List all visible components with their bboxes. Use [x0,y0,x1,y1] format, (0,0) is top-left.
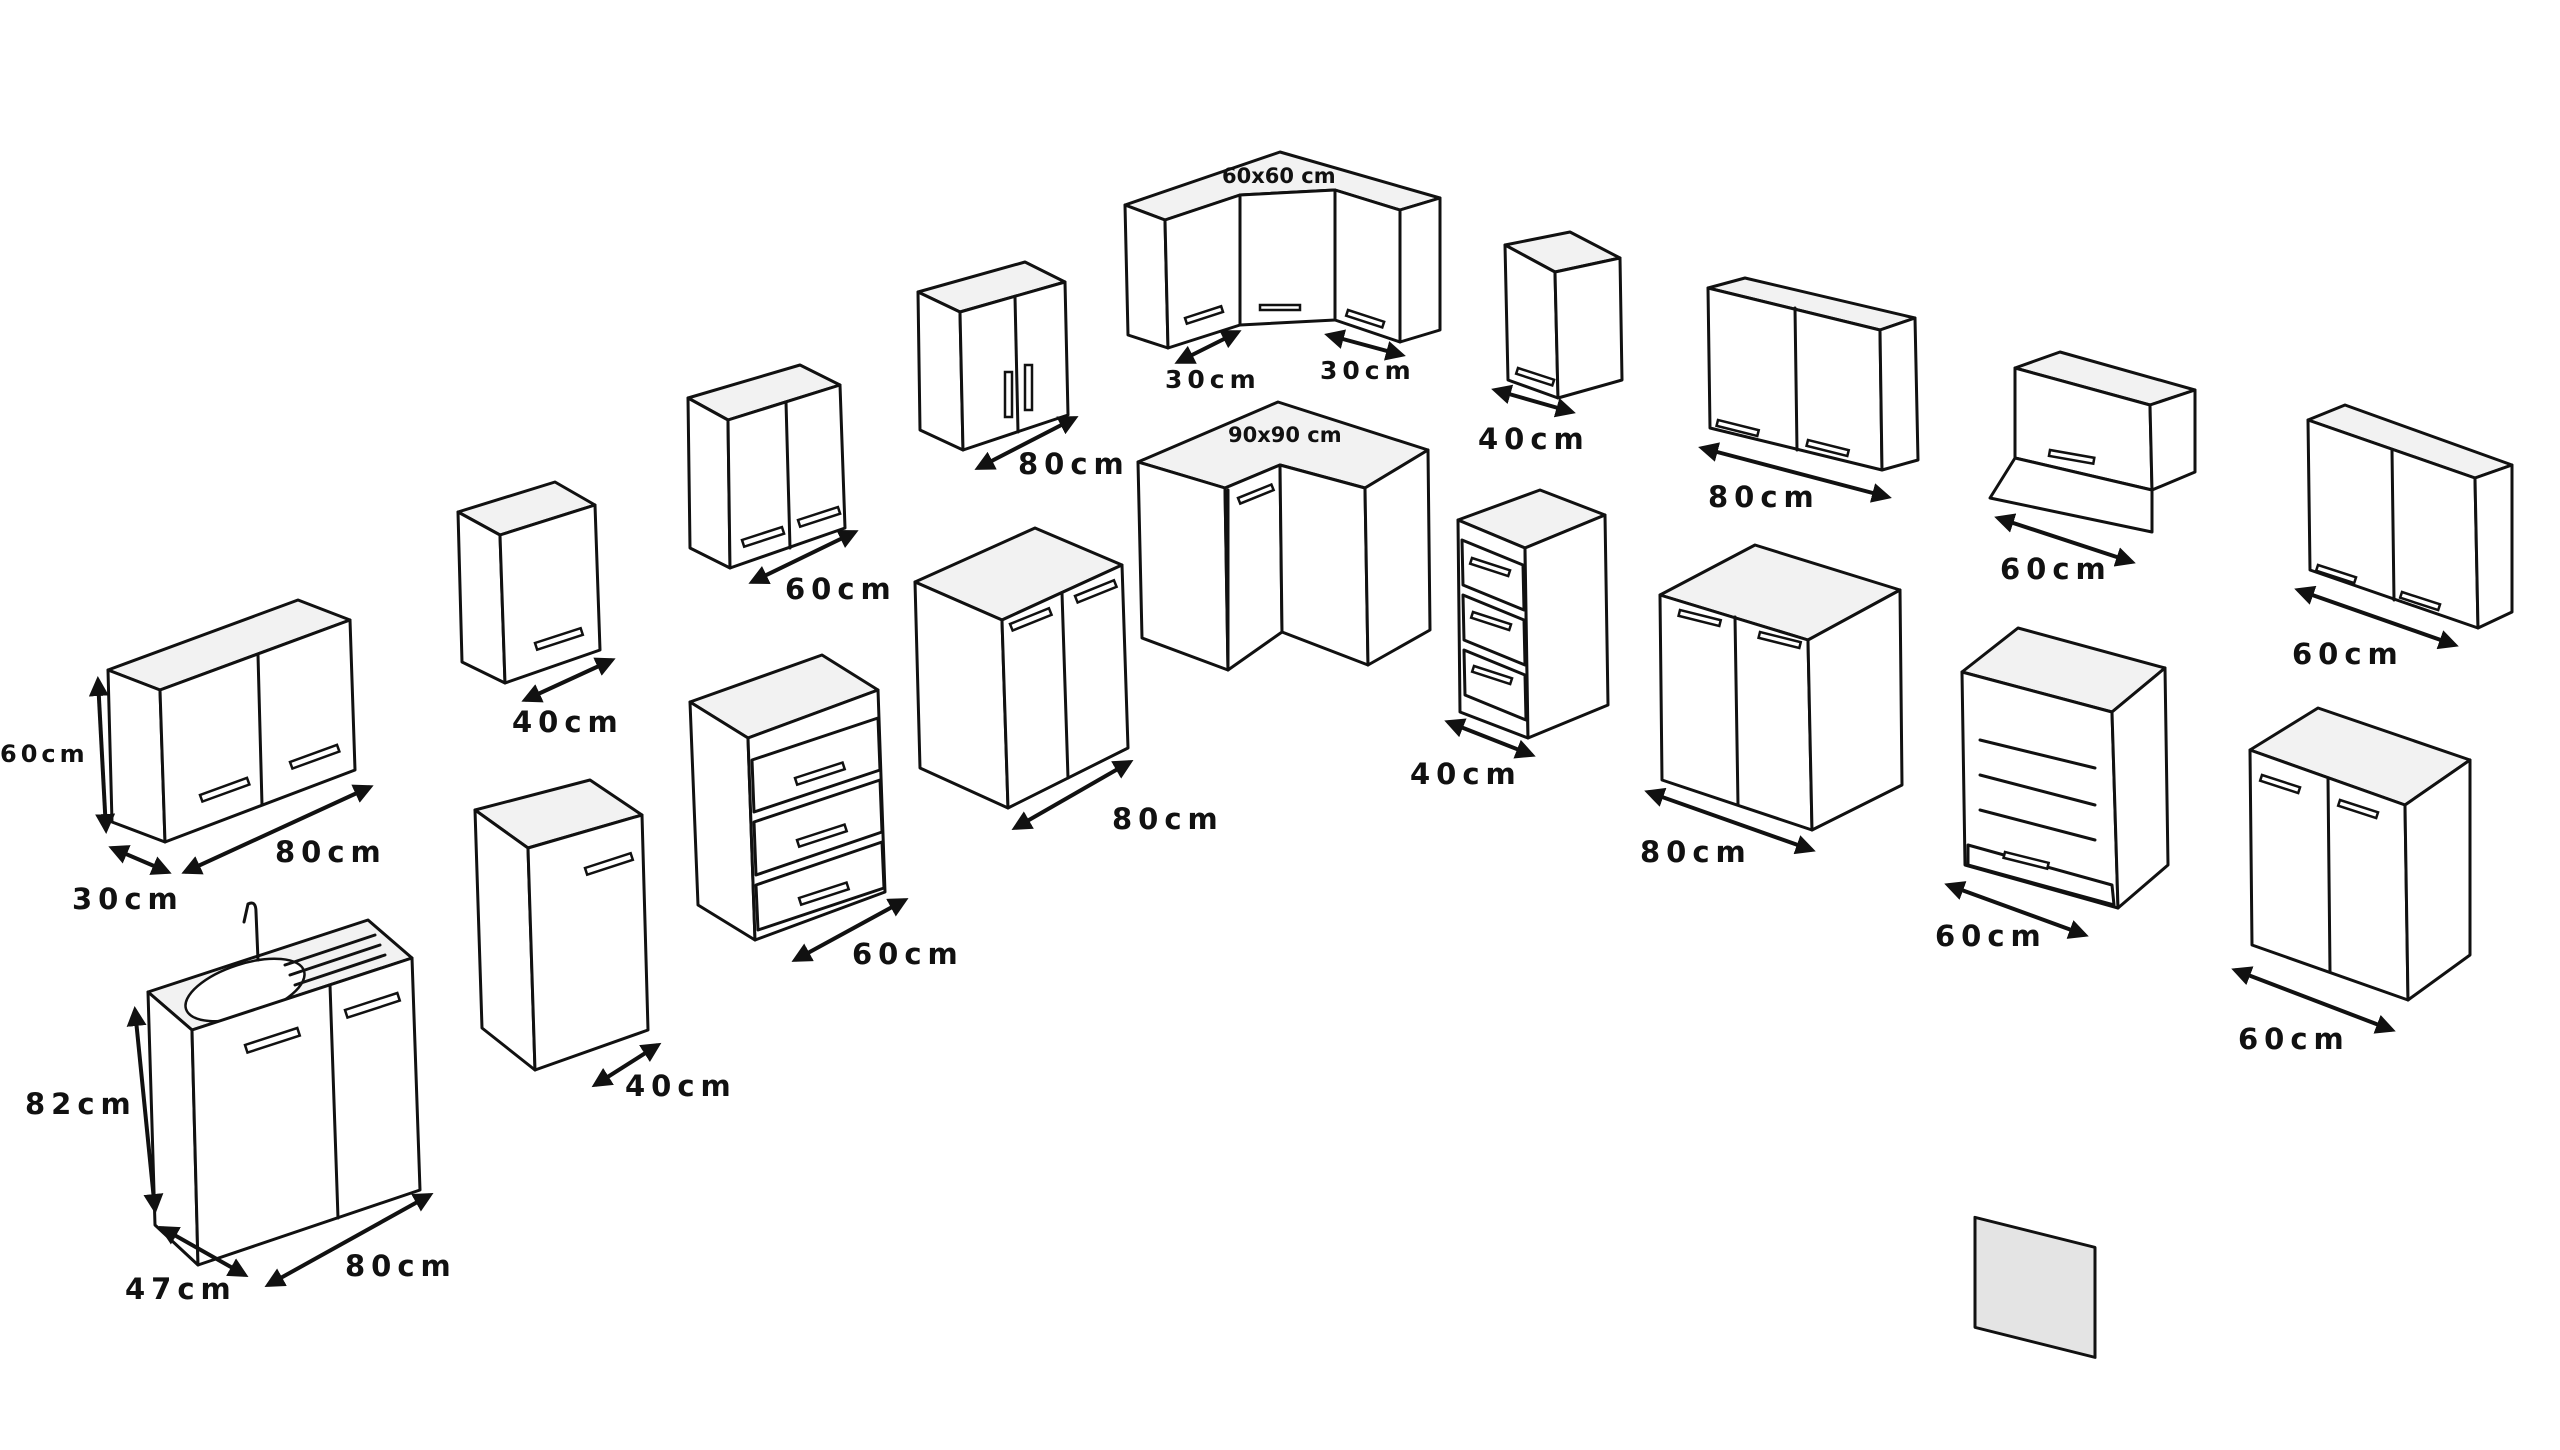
label-wall-big-depth: 30cm [72,882,184,916]
label-sink-height: 82cm [25,1087,137,1121]
base-cabinet-80-middle [913,526,1130,810]
label-corner-wall-size: 60x60 cm [1222,164,1336,188]
arrow-wall80-depth [108,845,172,875]
oven-cabinet [1960,626,2170,1359]
label-drawer-60: 60cm [852,937,964,971]
label-drawer-40: 40cm [1410,757,1522,791]
arrow-base40-width [591,1042,662,1088]
arrow-wall80b-width [1698,442,1892,503]
arrow-wall80-width [181,784,374,875]
arrow-sink-depth [158,1226,249,1277]
wall-cabinet-40 [456,480,602,685]
arrow-drawer60-width [791,898,909,962]
label-base-60: 60cm [2238,1022,2350,1056]
arrow-hood-width [1994,513,2136,567]
label-sink-depth: 47cm [125,1272,237,1306]
arrow-drawer40-width [1444,718,1536,759]
label-oven-60: 60cm [1935,919,2047,953]
arrow-wall60a-width [748,529,859,585]
label-wall-40-b: 40cm [1478,422,1590,456]
base-cabinet-60-right [2248,706,2472,1002]
wall-cabinet-80-upper [916,260,1070,452]
arrow-wall80-height [88,676,116,834]
wall-cabinet-60-left [686,363,847,570]
arrow-oven-width [1944,881,2089,939]
label-wall-big-height: 60cm [0,740,89,768]
label-sink-width: 80cm [345,1249,457,1283]
label-hood-60: 60cm [2000,552,2112,586]
arrow-wall80a-width [974,416,1079,470]
arrow-cornerwall-right [1324,329,1406,361]
label-base-80-a: 80cm [1112,802,1224,836]
label-wall-big-width: 80cm [275,835,387,869]
wall-cabinet-60-right [2306,403,2514,630]
arrow-sink-width [264,1193,434,1287]
base-cabinet-40 [473,778,650,1072]
arrow-base60-width [2231,966,2396,1034]
arrow-base80a-width [1011,760,1134,830]
label-wall-60-b: 60cm [2292,637,2404,671]
arrow-wall40b-width [1491,384,1576,418]
base-cabinet-80-right [1658,543,1904,832]
label-wall-60-a: 60cm [785,572,897,606]
sink-cabinet [146,901,422,1267]
arrow-base80b-width [1644,787,1816,855]
range-hood [1988,350,2197,534]
label-base-40: 40cm [625,1069,737,1103]
label-corner-base-size: 90x90 cm [1228,423,1342,447]
arrow-cornerwall-left [1174,330,1242,364]
label-wall-40: 40cm [512,705,624,739]
arrow-wall40-width [521,657,616,703]
wall-cabinet-40-b [1503,230,1624,400]
wall-cabinet-80-left [106,598,357,844]
wall-cabinet-80-right [1706,276,1920,472]
arrow-sink-height [126,1006,164,1214]
corner-base-cabinet [1136,400,1432,672]
label-wall-80-a: 80cm [1018,447,1130,481]
label-base-80-b: 80cm [1640,835,1752,869]
label-corner-wall-right: 30cm [1320,356,1416,385]
label-wall-80-b: 80cm [1708,480,1820,514]
drawer-base-60 [688,653,887,942]
label-corner-wall-left: 30cm [1165,365,1261,394]
arrow-wall60b-width [2294,585,2459,650]
drawer-base-40 [1456,488,1610,740]
